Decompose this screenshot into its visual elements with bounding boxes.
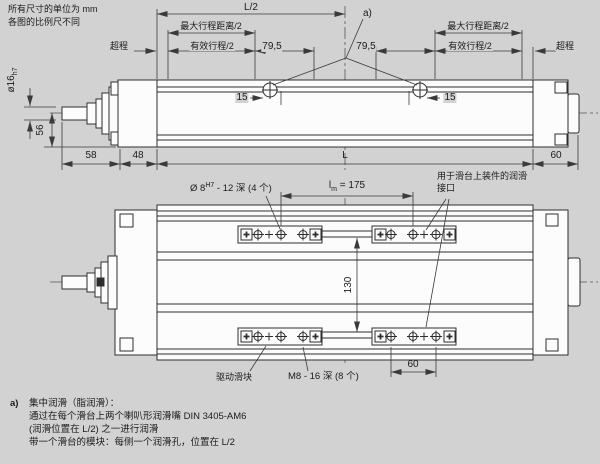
dim-58: 58 (85, 150, 97, 161)
dim-lm: lm = 175 (328, 180, 366, 194)
dim-56: 56 (35, 124, 46, 136)
label-lube-port-line2: 接口 (437, 183, 456, 193)
dim-eff-stroke-right: 有效行程/2 (447, 41, 493, 51)
dim-15-left: 15 (235, 92, 249, 103)
dim-60-side: 60 (550, 150, 562, 161)
footnote-marker: a) (10, 398, 19, 409)
carriage-end-screws (243, 231, 453, 340)
label-thread-holes: M8 - 16 深 (8 个) (288, 371, 359, 382)
lube-port-hole (265, 230, 273, 239)
grease-nipple-left (262, 81, 278, 99)
lube-port-hole (265, 332, 273, 341)
note-scale: 各图的比例尺不同 (8, 17, 81, 27)
callout-a: a) (363, 8, 372, 19)
footnote-line4: 带一个滑台的模块：每侧一个润滑孔，位置在 L/2 (29, 437, 235, 448)
footnote-line2: 通过在每个滑台上两个喇叭形润滑嘴 DIN 3405-AM6 (29, 411, 247, 422)
right-end-cap (532, 79, 580, 148)
dim-overtravel-left: 超程 (108, 41, 130, 51)
left-end-plate-top (61, 209, 158, 356)
carriage-holes (252, 228, 442, 343)
drive-shaft (61, 86, 119, 141)
note-units: 所有尺寸的单位为 mm (8, 4, 98, 14)
dim-L: L (342, 150, 348, 161)
footnote-line3: (润滑位置在 L/2) 之一进行润滑 (29, 424, 159, 435)
dim-15-right: 15 (443, 92, 457, 103)
top-view (50, 192, 598, 377)
lube-port-hole (420, 332, 428, 341)
profile-body (156, 79, 534, 148)
footnote-line1: 集中润滑（脂润滑）： (29, 398, 120, 409)
left-end-block (110, 79, 158, 148)
dim-60-top: 60 (407, 359, 419, 370)
dim-overtravel-right: 超程 (554, 41, 576, 51)
grease-nipple-right (412, 81, 428, 99)
label-locating-holes: Ø 8H7 - 12 深 (4 个) (190, 182, 272, 195)
dim-eff-stroke-left: 有效行程/2 (189, 41, 235, 51)
side-view (24, 6, 598, 170)
dim-shaft-diameter: ø16h7 (6, 67, 19, 93)
profile-body-top (156, 204, 534, 361)
dim-79-5-left: 79,5 (261, 41, 283, 52)
top-view-dimensions (249, 192, 450, 377)
dim-130: 130 (343, 276, 354, 294)
right-end-cap-top (532, 209, 581, 356)
label-drive-block: 驱动滑块 (215, 372, 253, 382)
dim-79-5-right: 79,5 (355, 41, 377, 52)
dim-L2: L/2 (244, 2, 258, 13)
dim-max-stroke-left: 最大行程距离/2 (180, 21, 242, 31)
label-lube-port-line1: 用于滑台上装件的润滑 (437, 171, 528, 181)
drive-belt-band (322, 230, 372, 339)
lube-port-hole (420, 230, 428, 239)
dim-48: 48 (132, 150, 144, 161)
dim-max-stroke-right: 最大行程距离/2 (447, 21, 509, 31)
